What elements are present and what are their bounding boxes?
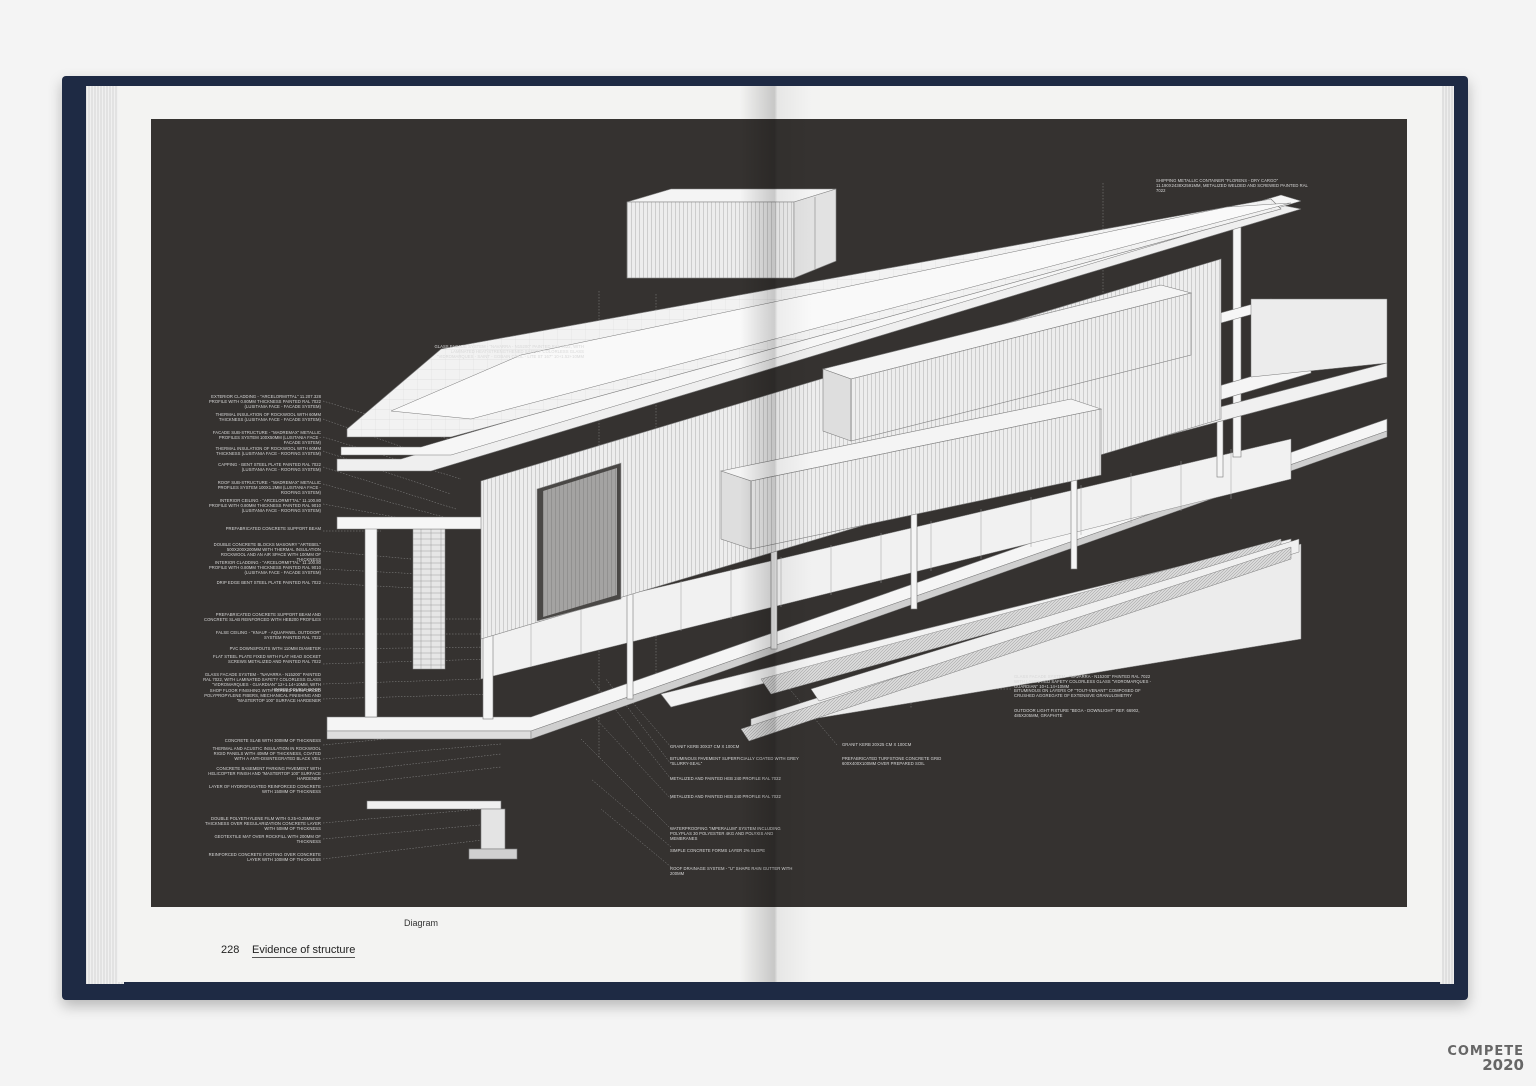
annotation-label: PVC downspouts with 110mm diameter [229,646,321,651]
annotation-label: Capping - bent steel plate painted RAL 7… [218,462,321,472]
annotation-label: Concrete slab with 300mm of thickness [224,738,321,743]
annotation-label: Glass facade system - "Navarra - N15200"… [434,344,584,359]
annotation-label: Outdoor light fixture "Bega - Downlight"… [1014,708,1140,718]
annotation-label: Facade sub-structure - "Madremax" metall… [212,430,321,445]
annotation-label: Layer of hydrofugated reinforced concret… [209,784,321,794]
logo-line-2: 2020 [1482,1056,1524,1074]
floating-container [626,188,837,279]
annotation-label: Prefabricated concrete support beam and … [204,612,321,622]
annotation-label: Granit kerb 20x25 cm x 100cm [842,742,912,747]
annotation-label: Geotextile mat over rockfill with 200mm … [214,834,321,844]
annotation-label: False ceiling - "Knauf - Aquapanel Outdo… [215,630,321,640]
annotation-label: Exterior cladding - "ArcelorMittal" 11.2… [208,394,321,409]
annotation-label: Roof drainage system - "U" shape rain gu… [670,866,793,876]
annotation-label: Metalized and painted HEB 240 profile RA… [670,794,781,799]
annotation-label: Shop floor finishing with screed reinfor… [204,688,321,703]
annotation-label: Flat steel plate fixed with flat head so… [213,654,321,664]
page-edges-right [1440,86,1454,984]
masonry-wall [412,528,446,670]
annotation-label: Thermal insulation of rockwool with 60mm… [215,446,321,456]
annotation-label: Bituminous on layers of "Tout-Venant" co… [1014,688,1141,698]
glazing-band [480,438,1292,680]
annotation-label: Double concrete blocks masonry "Artebel"… [213,542,321,562]
container-upper [821,284,1193,442]
annotation-label: Interior ceiling - "ArcelorMittal" 11.10… [208,498,321,513]
annotation-label: Concrete basement parking pavement with … [208,766,321,781]
annotation-label: Glass facade system - "Navarra - N15200"… [203,672,321,692]
page-edges-left [86,86,124,984]
annotation-label: Roof sub-structure - "Madremax" metallic… [217,480,321,495]
annotation-label: Double polyethylene film with 0.25+0.25m… [204,816,321,831]
page-number: 228 [221,944,240,956]
annotation-label: Bituminous pavement superficially coated… [670,756,799,766]
running-head: Evidence of structure [252,944,356,958]
watermark-logo: COMPETE 2020 [1436,1044,1524,1074]
container-middle [719,398,1103,550]
annotation-label: Drip edge bent steel plate painted RAL 7… [216,580,321,585]
annotation-label: Thermal insulation of rockwool with 60mm… [215,412,321,422]
annotation-label: Interior cladding - "ArcelorMittal" 11.1… [208,560,321,575]
annotation-label: Thermal and acustic insulation in rockwo… [212,746,321,761]
turfstone-grid [740,546,1292,742]
annotation-label: Prefabricated turfstone concrete grid 60… [842,756,942,766]
annotation-label: Shipping metallic container "Florens - D… [1156,178,1308,193]
annotation-label: Prefabricated concrete support beam [225,526,321,531]
annotation-label: Reinforced concrete footing over concret… [208,852,321,862]
parking-edge [810,538,1300,702]
figure-caption: Diagram [404,918,439,928]
footing [366,800,518,860]
roof-plane [336,194,1302,472]
annotation-label: Waterproofing "Imperalum" system includi… [670,826,781,841]
logo-line-1: COMPETE [1447,1044,1524,1059]
annotation-label: Simple concrete forms layer 2% slope [670,848,766,853]
axonometric-diagram [322,183,1388,868]
leader-lines [322,183,1104,868]
annotation-label: Glass facade system - "Navarra - N15200"… [1014,674,1152,689]
annotation-label: Metalized and painted HEB 240 profile RA… [670,776,781,781]
annotation-label: Granit kerb 30x37 cm x 100cm [670,744,740,749]
